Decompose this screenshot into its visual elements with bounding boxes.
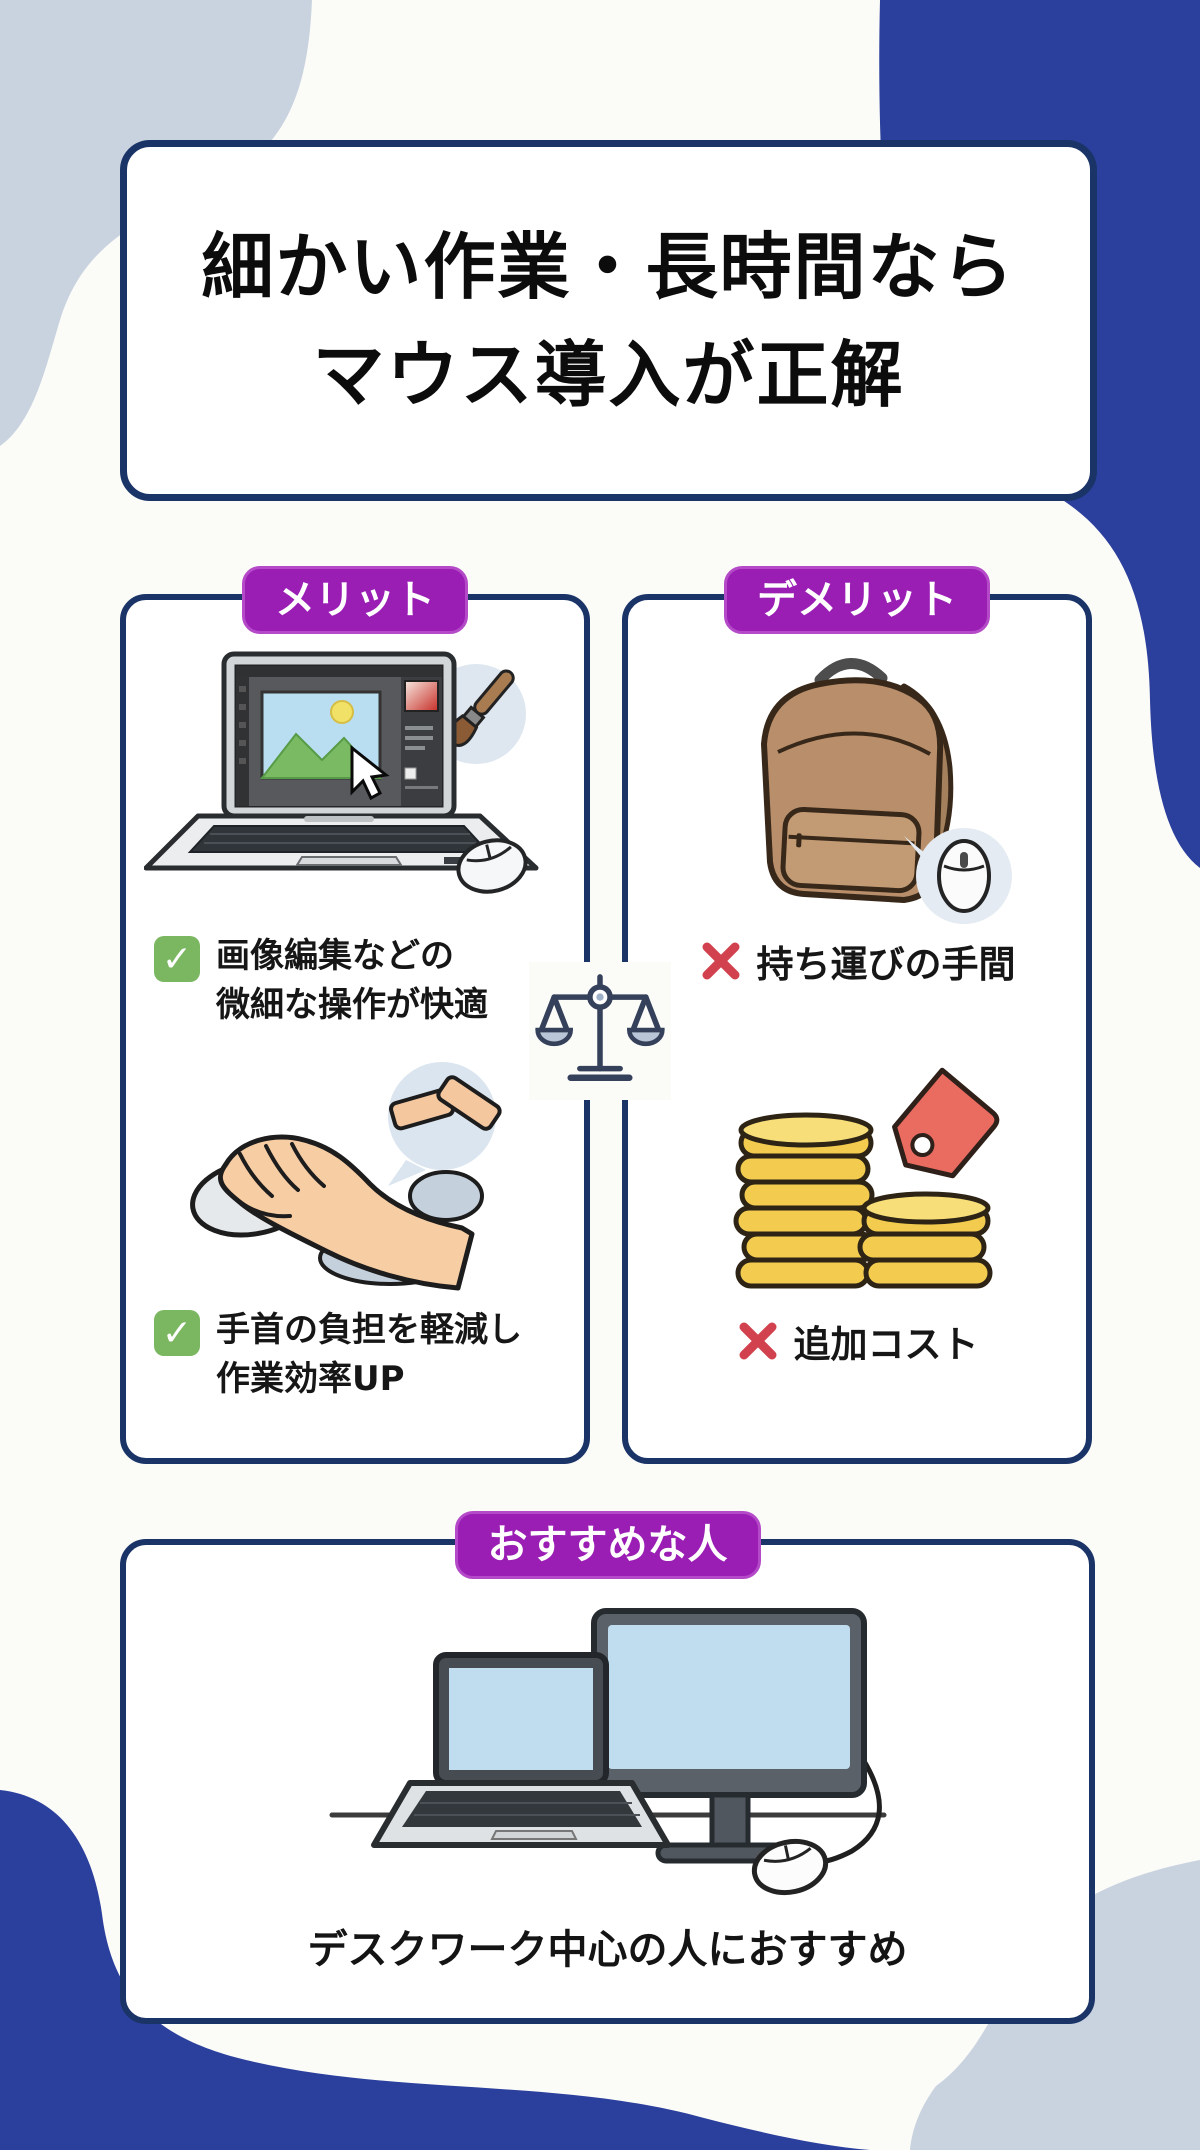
check-icon: ✓ <box>154 1310 200 1356</box>
hand-on-mouse-illustration <box>190 1062 502 1291</box>
recommend-badge: おすすめな人 <box>454 1511 761 1579</box>
check-icon: ✓ <box>154 936 200 982</box>
laptop-photo-editing-illustration <box>144 651 539 894</box>
cross-icon <box>702 942 739 980</box>
backpack-pocket <box>780 807 922 894</box>
demerit-badge: デメリット <box>724 566 990 634</box>
merit-item-2: ✓ 手首の負担を軽減し 作業効率UP <box>154 1306 522 1405</box>
coins-price-tag-illustration <box>733 1067 1000 1289</box>
merit-panel: メリット <box>120 566 590 1464</box>
laptop-screen <box>221 651 457 819</box>
mouse-icon <box>751 1838 828 1896</box>
merit-item-2-line-2: 作業効率UP <box>216 1359 405 1400</box>
demerit-item-1: 持ち運びの手間 <box>628 934 1086 988</box>
desk-setup-illustration <box>329 1608 886 1896</box>
demerit-panel: デメリット 持ち運びの手間 <box>622 566 1092 1464</box>
merit-item-1-line-1: 画像編集などの <box>216 936 454 976</box>
speech-bubble-mouse-icon <box>904 828 1012 924</box>
balance-scale-icon <box>535 974 665 1081</box>
speech-bubble-elbow-icon <box>388 1062 502 1186</box>
merit-item-1: ✓ 画像編集などの 微細な操作が快適 <box>154 932 488 1031</box>
recommend-caption: デスクワーク中心の人におすすめ <box>307 1927 908 1973</box>
merit-item-1-text: 画像編集などの 微細な操作が快適 <box>216 932 488 1031</box>
corner-blob-top-left <box>0 0 312 446</box>
cursor-arrow-icon <box>350 744 390 801</box>
laptop-base <box>144 813 539 871</box>
corner-blob-bottom-left <box>0 1790 870 2150</box>
merit-item-2-text: 手首の負担を軽減し 作業効率UP <box>216 1306 522 1405</box>
title-line-2: マウス導入が正解 <box>312 332 905 417</box>
demerit-item-1-text: 持ち運びの手間 <box>756 943 1016 986</box>
title-box: 細かい作業・長時間なら マウス導入が正解 <box>120 140 1097 501</box>
coin-stack-left <box>733 1112 877 1289</box>
merit-badge: メリット <box>242 566 468 634</box>
external-monitor <box>590 1608 882 1866</box>
mouse-icon <box>456 838 528 894</box>
demerit-item-2: 追加コスト <box>628 1314 1086 1368</box>
coin-stack-right <box>857 1191 993 1289</box>
laptop <box>370 1652 671 1848</box>
hand-and-forearm <box>218 1134 475 1291</box>
backpack-illustration <box>761 658 1012 924</box>
cross-icon <box>739 1322 776 1360</box>
merit-item-2-line-1: 手首の負担を軽減し <box>216 1310 522 1350</box>
demerit-item-2-text: 追加コスト <box>793 1323 979 1366</box>
check-glyph: ✓ <box>161 1312 193 1354</box>
wrist-rest-bump <box>408 1170 484 1222</box>
price-tag-icon <box>892 1067 1000 1179</box>
backpack-handle <box>814 658 888 686</box>
merit-item-1-line-2: 微細な操作が快適 <box>216 985 488 1026</box>
recommend-panel: おすすめな人 デス <box>120 1511 1095 2024</box>
title-line-1: 細かい作業・長時間なら <box>201 224 1016 309</box>
check-glyph: ✓ <box>161 938 193 980</box>
